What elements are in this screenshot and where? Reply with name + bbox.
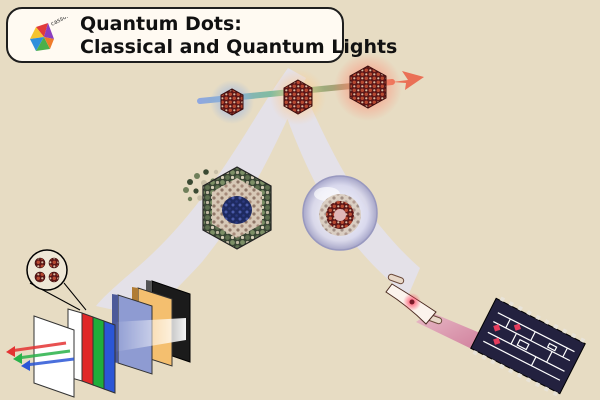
small-quantum-dot-icon xyxy=(220,88,244,116)
cassort-lab-logo-icon: cassort lab xyxy=(30,17,70,51)
emission-arrow-icon xyxy=(392,71,424,90)
title-box: cassort lab Quantum Dots: Classical and … xyxy=(6,7,397,63)
classical-light-beam xyxy=(96,68,306,318)
medium-quantum-dot-icon xyxy=(283,79,313,115)
filter-green xyxy=(92,316,105,390)
front-glass-panel xyxy=(33,315,75,398)
figure-title: Quantum Dots: Classical and Quantum Ligh… xyxy=(80,13,397,59)
filter-red xyxy=(81,312,94,386)
large-quantum-dot-icon xyxy=(349,65,387,109)
svg-text:cassort lab: cassort lab xyxy=(50,17,70,28)
filter-blue xyxy=(103,320,116,394)
photonic-chip-assembly xyxy=(385,273,586,397)
microcavity-icon xyxy=(385,273,443,325)
light-glow xyxy=(114,318,186,352)
magnifier-callout xyxy=(26,249,68,291)
title-line-1: Quantum Dots: xyxy=(80,13,242,35)
single-quantum-dot-sphere xyxy=(302,175,378,251)
display-stack xyxy=(6,249,191,398)
core-icon xyxy=(222,196,252,224)
rgb-arrows-icon xyxy=(6,341,75,371)
core-shell-quantum-dot xyxy=(183,166,272,250)
photonic-chip-icon xyxy=(470,296,586,397)
title-line-2: Classical and Quantum Lights xyxy=(80,36,398,58)
size-tunable-emission-row xyxy=(197,53,424,125)
